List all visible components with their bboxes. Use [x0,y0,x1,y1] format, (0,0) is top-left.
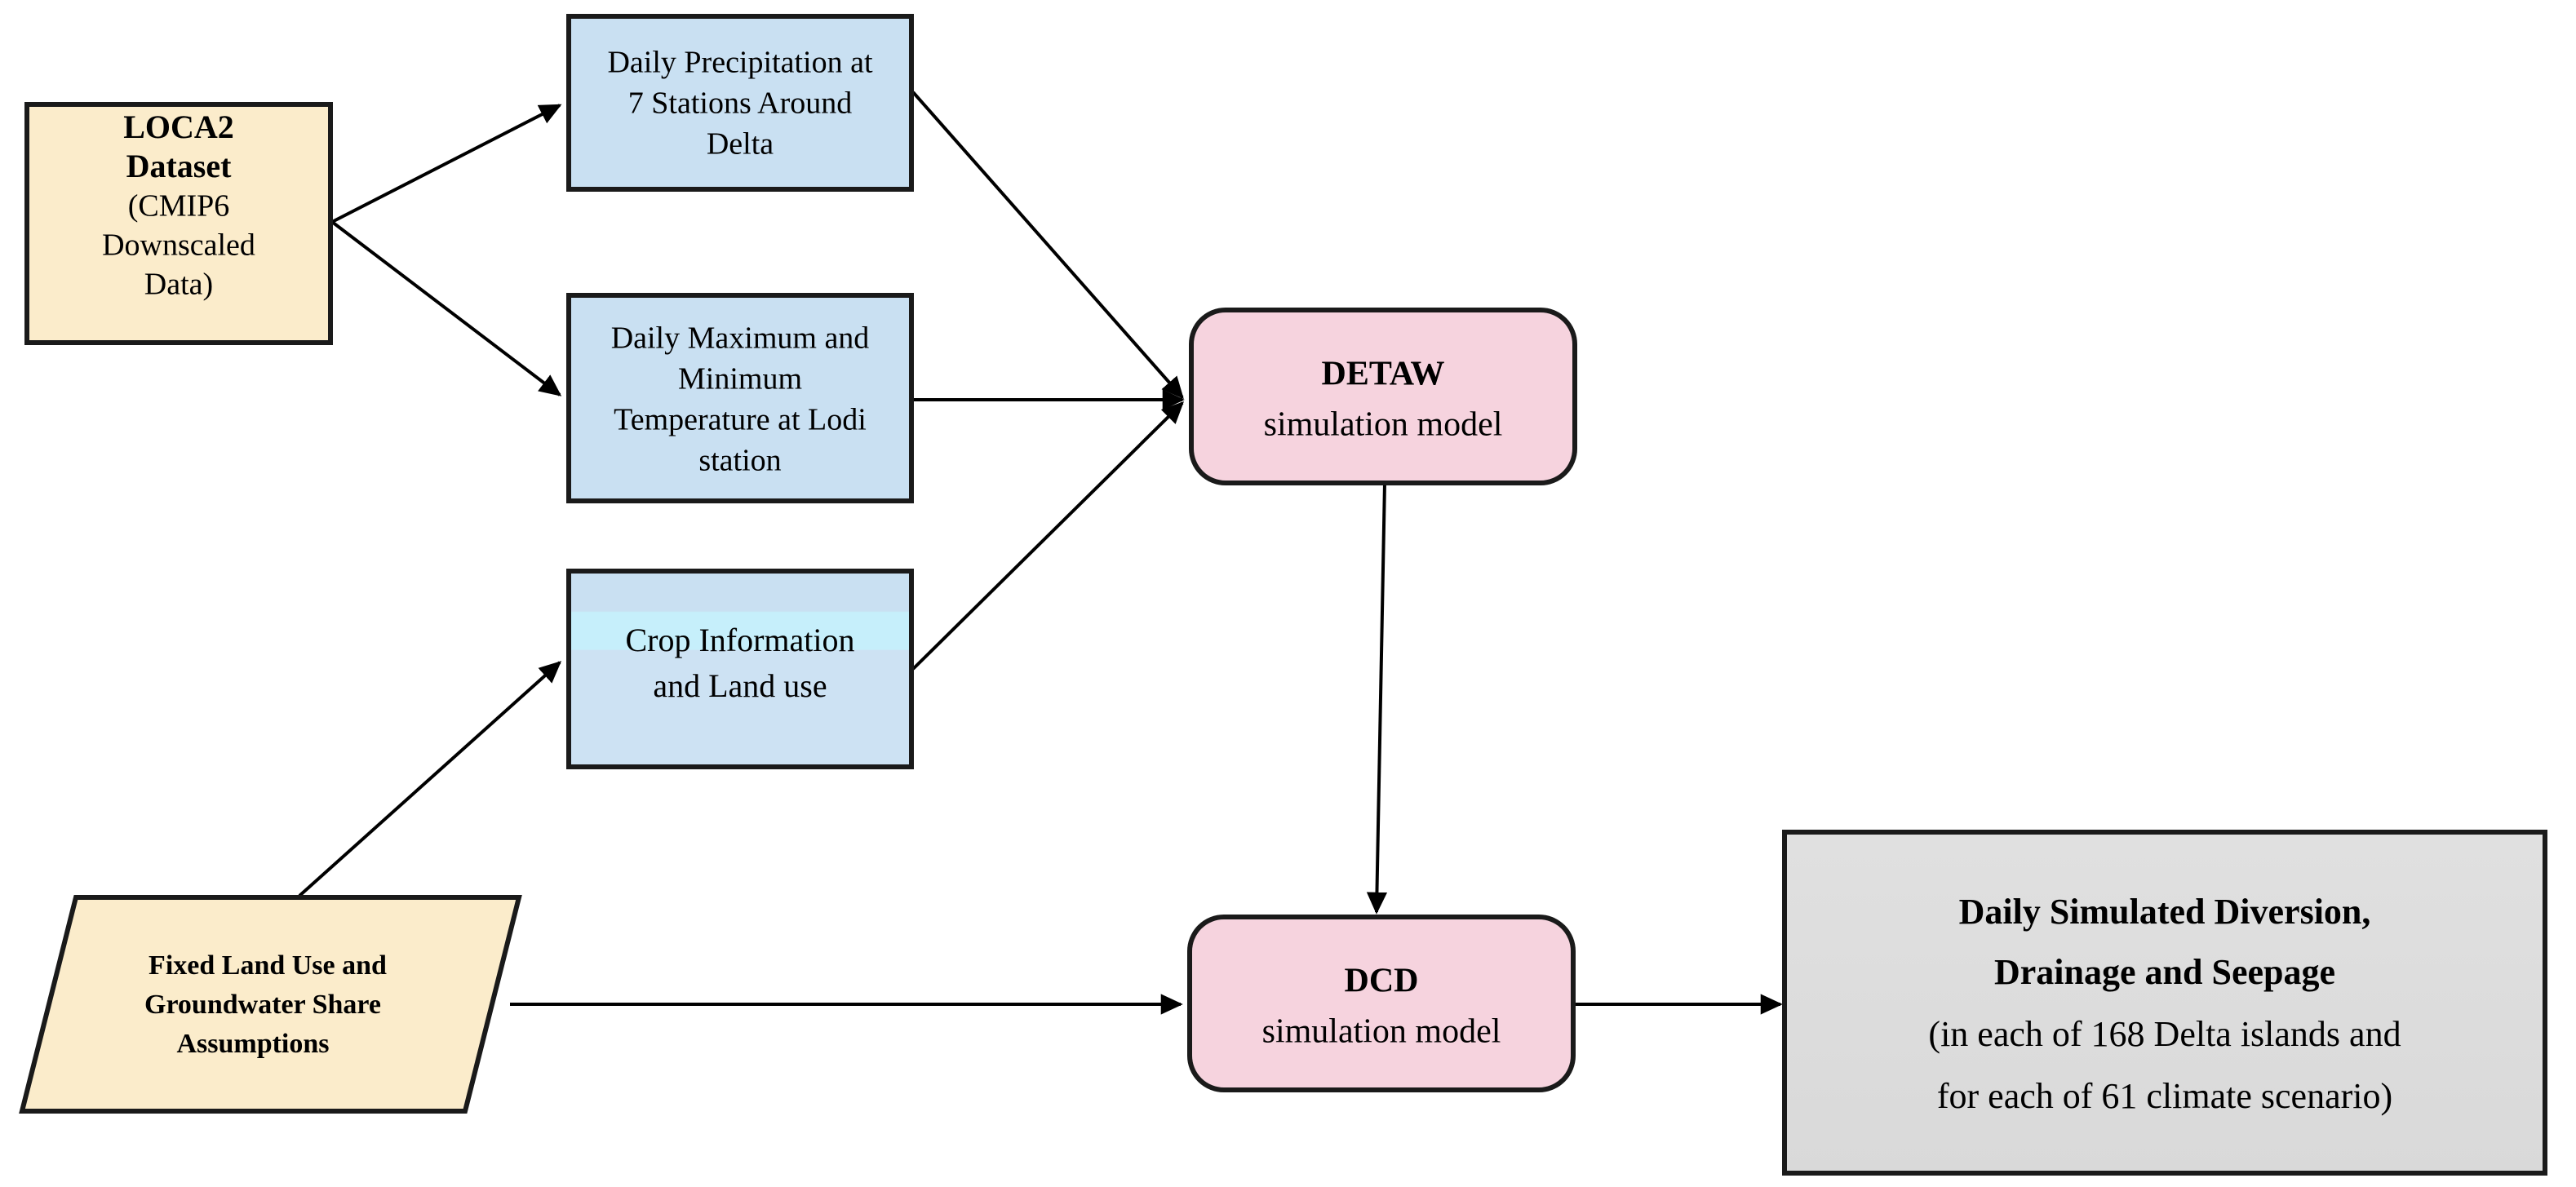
edge-precipitation-to-detaw [911,91,1184,400]
loca2-line-3: (CMIP6 [128,189,230,224]
temperature-line-4: station [698,444,781,478]
node-crop-information[interactable]: Crop Information and Land use [566,569,914,769]
edge-layer [298,91,1783,1015]
assumptions-parallelogram [19,895,522,1114]
assumptions-line-1: Fixed Land Use and [149,950,387,981]
assumptions-line-2: Groundwater Share [144,990,381,1020]
output-line-2: Drainage and Seepage [1994,952,2335,992]
loca2-line-5: Data) [144,268,213,302]
crop-line-2: and Land use [653,667,827,704]
edge-assumptions-to-crop [298,661,562,897]
output-line-4: for each of 61 climate scenario) [1937,1076,2392,1116]
node-daily-temperature[interactable]: Daily Maximum and Minimum Temperature at… [566,293,914,503]
assumptions-line-3: Assumptions [176,1029,329,1059]
node-fixed-assumptions[interactable]: Fixed Land Use and Groundwater Share Ass… [19,895,522,1114]
node-loca2-dataset[interactable]: LOCA2 Dataset (CMIP6 Downscaled Data) [24,102,333,345]
edge-crop-to-detaw [911,401,1184,671]
node-daily-precipitation[interactable]: Daily Precipitation at 7 Stations Around… [566,14,914,192]
output-line-3: (in each of 168 Delta islands and [1928,1014,2401,1054]
temperature-line-3: Temperature at Lodi [614,403,867,437]
precipitation-box [566,14,914,192]
precipitation-line-1: Daily Precipitation at [607,46,872,80]
precipitation-line-2: 7 Stations Around [628,86,852,121]
loca2-line-2: Dataset [126,148,233,184]
detaw-line-1: DETAW [1322,356,1445,393]
edge-loca2-to-temperature [330,220,562,396]
loca2-line-1: LOCA2 [123,109,234,145]
loca2-line-4: Downscaled [102,228,255,263]
crop-line-1: Crop Information [625,622,854,658]
node-dcd-model[interactable]: DCD simulation model [1187,915,1576,1092]
detaw-box [1189,308,1577,485]
output-line-1: Daily Simulated Diversion, [1959,892,2371,932]
dcd-line-1: DCD [1345,963,1419,1000]
edge-loca2-to-precipitation [331,104,562,224]
temperature-line-1: Daily Maximum and [611,321,870,356]
dcd-line-2: simulation model [1262,1013,1501,1051]
node-detaw-model[interactable]: DETAW simulation model [1189,308,1577,485]
loca2-box [24,102,333,345]
detaw-line-2: simulation model [1264,406,1503,444]
node-output-results[interactable]: Daily Simulated Diversion, Drainage and … [1782,830,2547,1176]
output-box [1782,830,2547,1176]
crop-box [566,569,914,769]
precipitation-line-3: Delta [707,127,774,162]
temperature-box [566,293,914,503]
dcd-box [1187,915,1576,1092]
temperature-line-2: Minimum [678,362,802,396]
edge-detaw-to-dcd [1366,482,1388,915]
